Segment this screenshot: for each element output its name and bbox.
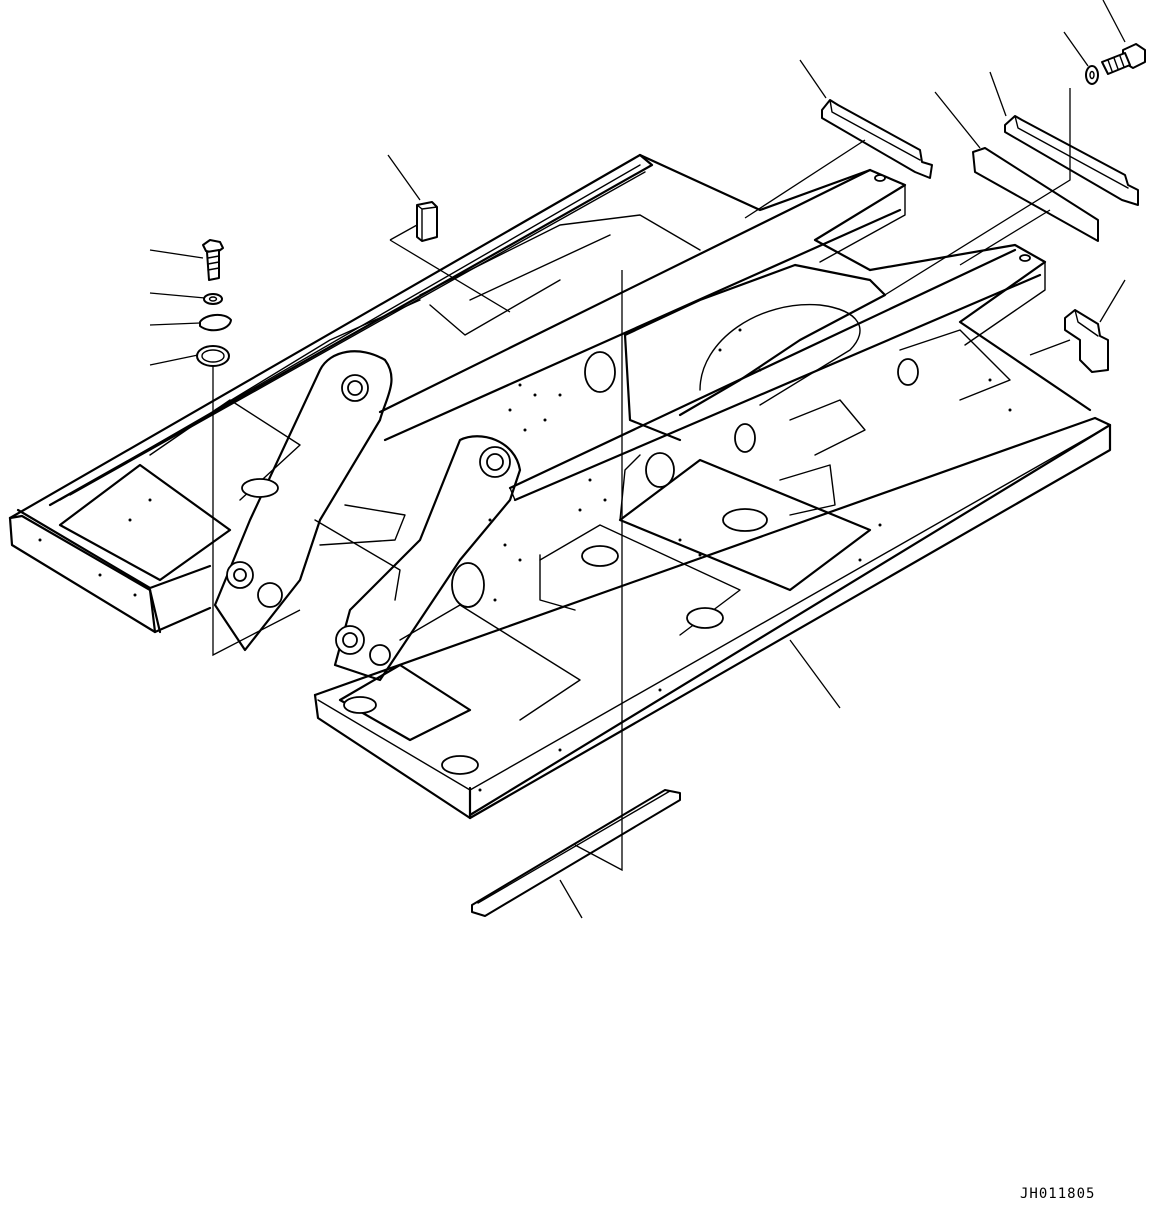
- spacer-block: [416, 201, 438, 242]
- leader-lines: [149, 0, 1126, 919]
- washer-icon: [1085, 65, 1099, 85]
- bolt-icon: [1101, 43, 1146, 75]
- plate-icon: [199, 314, 232, 332]
- bolt-icon: [202, 239, 224, 281]
- rail-strip: [471, 789, 681, 917]
- gasket-icon: [196, 345, 230, 367]
- drawing-id: JH011805: [1020, 1186, 1096, 1202]
- cover-plate-1: [821, 99, 933, 179]
- revolving-frame: [8, 153, 1112, 820]
- cover-plate-2: [972, 147, 1099, 242]
- bracket-block: [1064, 309, 1109, 373]
- detail-dots: [38, 328, 1012, 792]
- washer-icon: [203, 293, 223, 305]
- cover-plate-3: [1004, 115, 1139, 206]
